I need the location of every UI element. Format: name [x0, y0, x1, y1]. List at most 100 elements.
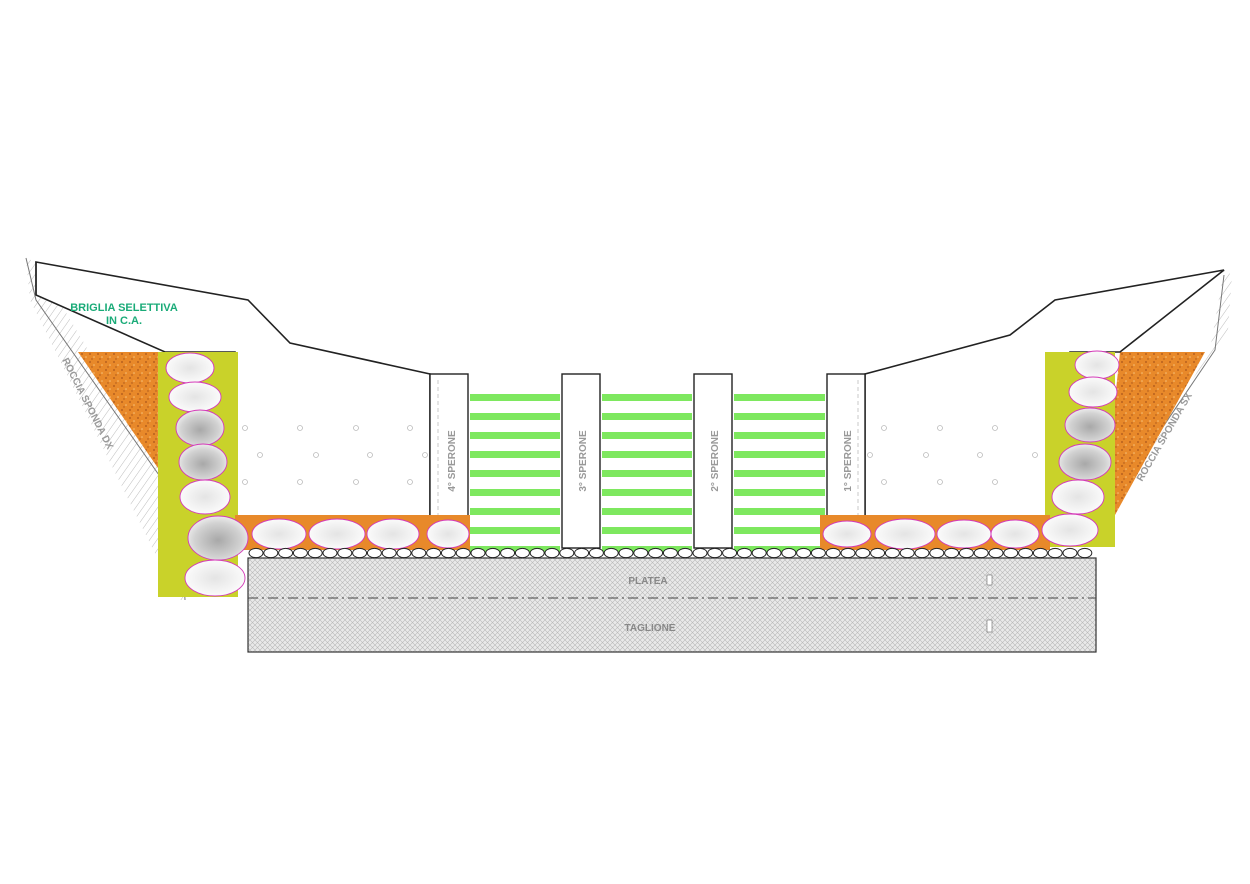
- title-line-2: IN C.A.: [106, 315, 142, 327]
- riprap-stone: [278, 547, 294, 559]
- riprap-stone: [825, 547, 841, 559]
- grate-bar: [734, 432, 825, 439]
- riprap-stone: [618, 547, 634, 559]
- grate-bar: [602, 489, 692, 496]
- grate-bar: [734, 527, 825, 534]
- riprap-stone: [337, 547, 353, 559]
- riprap-stone: [544, 547, 560, 559]
- taglione-label: TAGLIONE: [625, 623, 676, 634]
- riprap-stone: [1062, 547, 1078, 559]
- riprap-stone: [633, 547, 649, 559]
- riprap-stone: [603, 547, 619, 559]
- boulder-walls: [158, 350, 1120, 597]
- grate-bar: [470, 413, 560, 420]
- grate-bar: [470, 470, 560, 477]
- grate-bar: [602, 527, 692, 534]
- boulder-toe-right: [990, 519, 1040, 549]
- grate-bar: [602, 394, 692, 401]
- water-level-marker-1: [986, 574, 993, 586]
- riprap-stone: [677, 547, 693, 559]
- riprap-stone: [574, 547, 590, 559]
- riprap-stone: [870, 547, 886, 559]
- water-level-marker-2: [986, 619, 993, 633]
- riprap-stone: [411, 547, 427, 559]
- riprap-stone: [781, 547, 797, 559]
- grate-bar: [602, 413, 692, 420]
- riprap-stone: [855, 547, 871, 559]
- gravel-fill-right: [1115, 352, 1205, 515]
- riprap-stone: [426, 547, 442, 559]
- grate-bar: [602, 470, 692, 477]
- grate-bar: [470, 489, 560, 496]
- boulder-left: [165, 352, 215, 384]
- grate-bar: [470, 432, 560, 439]
- riprap-stone: [914, 547, 930, 559]
- boulder-left: [184, 559, 246, 597]
- spur-2: [693, 373, 733, 549]
- riprap-stone: [810, 547, 826, 559]
- grate-bar: [602, 451, 692, 458]
- boulder-left: [187, 515, 249, 561]
- riprap-stone: [440, 547, 456, 559]
- riprap-stone: [529, 547, 545, 559]
- riprap-stone: [1047, 547, 1063, 559]
- grate-bar: [602, 546, 692, 553]
- riprap-stone: [736, 547, 752, 559]
- riprap-stone: [588, 547, 604, 559]
- boulder-right: [1041, 513, 1099, 547]
- riprap-stone: [648, 547, 664, 559]
- spur-label-1: 1° SPERONE: [843, 430, 854, 492]
- grate-bar: [734, 413, 825, 420]
- weep-holes: [242, 425, 1051, 485]
- boulder-left: [168, 381, 222, 413]
- grate-bar: [470, 508, 560, 515]
- riprap-stone: [766, 547, 782, 559]
- grate-bar: [734, 394, 825, 401]
- riprap-stone: [1003, 547, 1019, 559]
- boulder-toe-right: [874, 518, 936, 550]
- spur-label-4: 4° SPERONE: [447, 430, 458, 492]
- boulder-toe-left: [366, 518, 420, 550]
- riprap-stone: [514, 547, 530, 559]
- boulder-right: [1051, 479, 1105, 515]
- riprap-row: [248, 547, 1093, 559]
- grate-bar: [734, 451, 825, 458]
- riprap-stone: [455, 547, 471, 559]
- riprap-stone: [396, 547, 412, 559]
- boulder-left: [179, 479, 231, 515]
- riprap-stone: [1032, 547, 1048, 559]
- riprap-stone: [884, 547, 900, 559]
- boulder-toe-right: [822, 520, 872, 548]
- riprap-stone: [722, 547, 738, 559]
- boulder-toe-right: [936, 519, 992, 549]
- riprap-stone: [307, 547, 323, 559]
- riprap-stone: [751, 547, 767, 559]
- spur-3: [561, 373, 601, 549]
- grate-bar: [734, 470, 825, 477]
- grate-bar: [734, 489, 825, 496]
- riprap-stone: [485, 547, 501, 559]
- boulder-right: [1068, 376, 1118, 408]
- riprap-stone: [662, 547, 678, 559]
- riprap-stone: [944, 547, 960, 559]
- grate-bar: [470, 394, 560, 401]
- platea-label: PLATEA: [628, 576, 667, 587]
- grate-bar: [470, 451, 560, 458]
- riprap-stone: [899, 547, 915, 559]
- riprap-stone: [988, 547, 1004, 559]
- riprap-stone: [366, 547, 382, 559]
- riprap-stone: [692, 547, 708, 559]
- grate-bar: [734, 508, 825, 515]
- gravel-fill-left: [78, 352, 180, 520]
- riprap-stone: [796, 547, 812, 559]
- riprap-stone: [707, 547, 723, 559]
- riprap-stone: [470, 547, 486, 559]
- boulder-toe-left: [308, 518, 366, 550]
- riprap-stone: [973, 547, 989, 559]
- boulder-right: [1058, 443, 1112, 481]
- riprap-stone: [322, 547, 338, 559]
- grate-bar: [470, 527, 560, 534]
- riprap-stone: [1077, 547, 1093, 559]
- riprap-stone: [1018, 547, 1034, 559]
- riprap-stone: [352, 547, 368, 559]
